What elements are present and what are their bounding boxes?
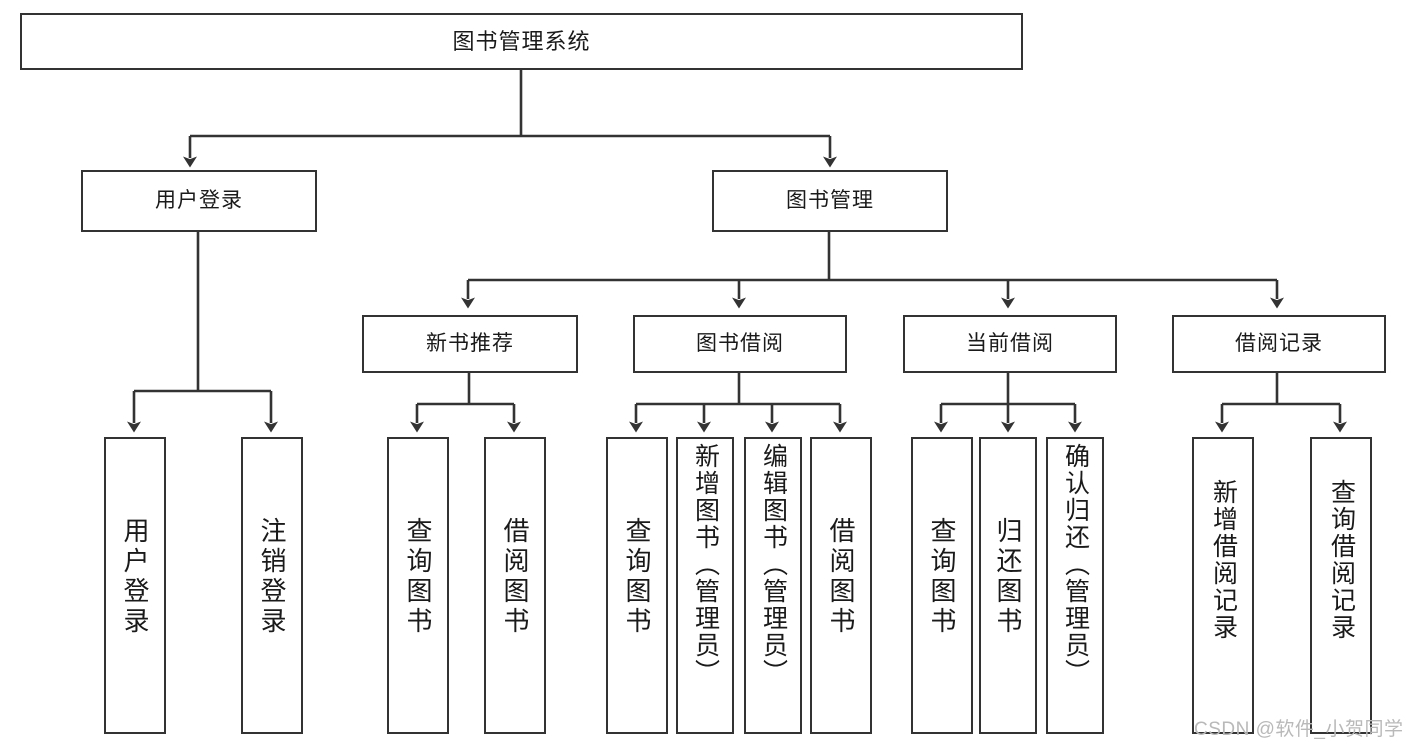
node-label: 新增图书（管理员） xyxy=(691,443,720,686)
node-label: 查询图书 xyxy=(403,517,433,637)
node-user-login[interactable]: 用户登录 xyxy=(81,170,317,232)
node-borrow-record[interactable]: 借阅记录 xyxy=(1172,315,1386,373)
node-label: 用户登录 xyxy=(155,188,243,212)
node-label: 借阅记录 xyxy=(1235,331,1323,355)
leaf-add-borrow-record[interactable]: 新增借阅记录 xyxy=(1192,437,1254,734)
node-label: 新书推荐 xyxy=(426,331,514,355)
node-label: 查询借阅记录 xyxy=(1327,479,1356,641)
node-label: 查询图书 xyxy=(622,517,652,637)
leaf-query-borrow-record[interactable]: 查询借阅记录 xyxy=(1310,437,1372,734)
leaf-user-login[interactable]: 用户登录 xyxy=(104,437,166,734)
leaf-edit-book-admin[interactable]: 编辑图书（管理员） xyxy=(744,437,802,734)
node-label: 注销登录 xyxy=(257,517,287,637)
node-label: 图书借阅 xyxy=(696,331,784,355)
leaf-query-book-borrow[interactable]: 查询图书 xyxy=(606,437,668,734)
node-label: 查询图书 xyxy=(927,517,957,637)
node-label: 图书管理系统 xyxy=(452,28,591,54)
node-book-borrow[interactable]: 图书借阅 xyxy=(633,315,847,373)
node-label: 借阅图书 xyxy=(500,517,530,637)
leaf-confirm-return-admin[interactable]: 确认归还（管理员） xyxy=(1046,437,1104,734)
node-label: 图书管理 xyxy=(786,188,874,212)
csdn-watermark: CSDN @软件_小贺同学 xyxy=(1194,719,1404,740)
node-label: 用户登录 xyxy=(120,517,150,637)
leaf-query-book-current[interactable]: 查询图书 xyxy=(911,437,973,734)
leaf-add-book-admin[interactable]: 新增图书（管理员） xyxy=(676,437,734,734)
leaf-borrow-book-rec[interactable]: 借阅图书 xyxy=(484,437,546,734)
node-book-management[interactable]: 图书管理 xyxy=(712,170,948,232)
node-label: 当前借阅 xyxy=(966,331,1054,355)
node-root-system[interactable]: 图书管理系统 xyxy=(20,13,1023,70)
node-new-book-recommend[interactable]: 新书推荐 xyxy=(362,315,578,373)
node-label: 归还图书 xyxy=(993,517,1023,637)
node-label: 借阅图书 xyxy=(826,517,856,637)
leaf-query-book-rec[interactable]: 查询图书 xyxy=(387,437,449,734)
node-label: 新增借阅记录 xyxy=(1209,479,1238,641)
node-label: 确认归还（管理员） xyxy=(1061,443,1090,686)
node-current-borrow[interactable]: 当前借阅 xyxy=(903,315,1117,373)
leaf-logout[interactable]: 注销登录 xyxy=(241,437,303,734)
leaf-return-book[interactable]: 归还图书 xyxy=(979,437,1037,734)
leaf-borrow-book[interactable]: 借阅图书 xyxy=(810,437,872,734)
node-label: 编辑图书（管理员） xyxy=(759,443,788,686)
